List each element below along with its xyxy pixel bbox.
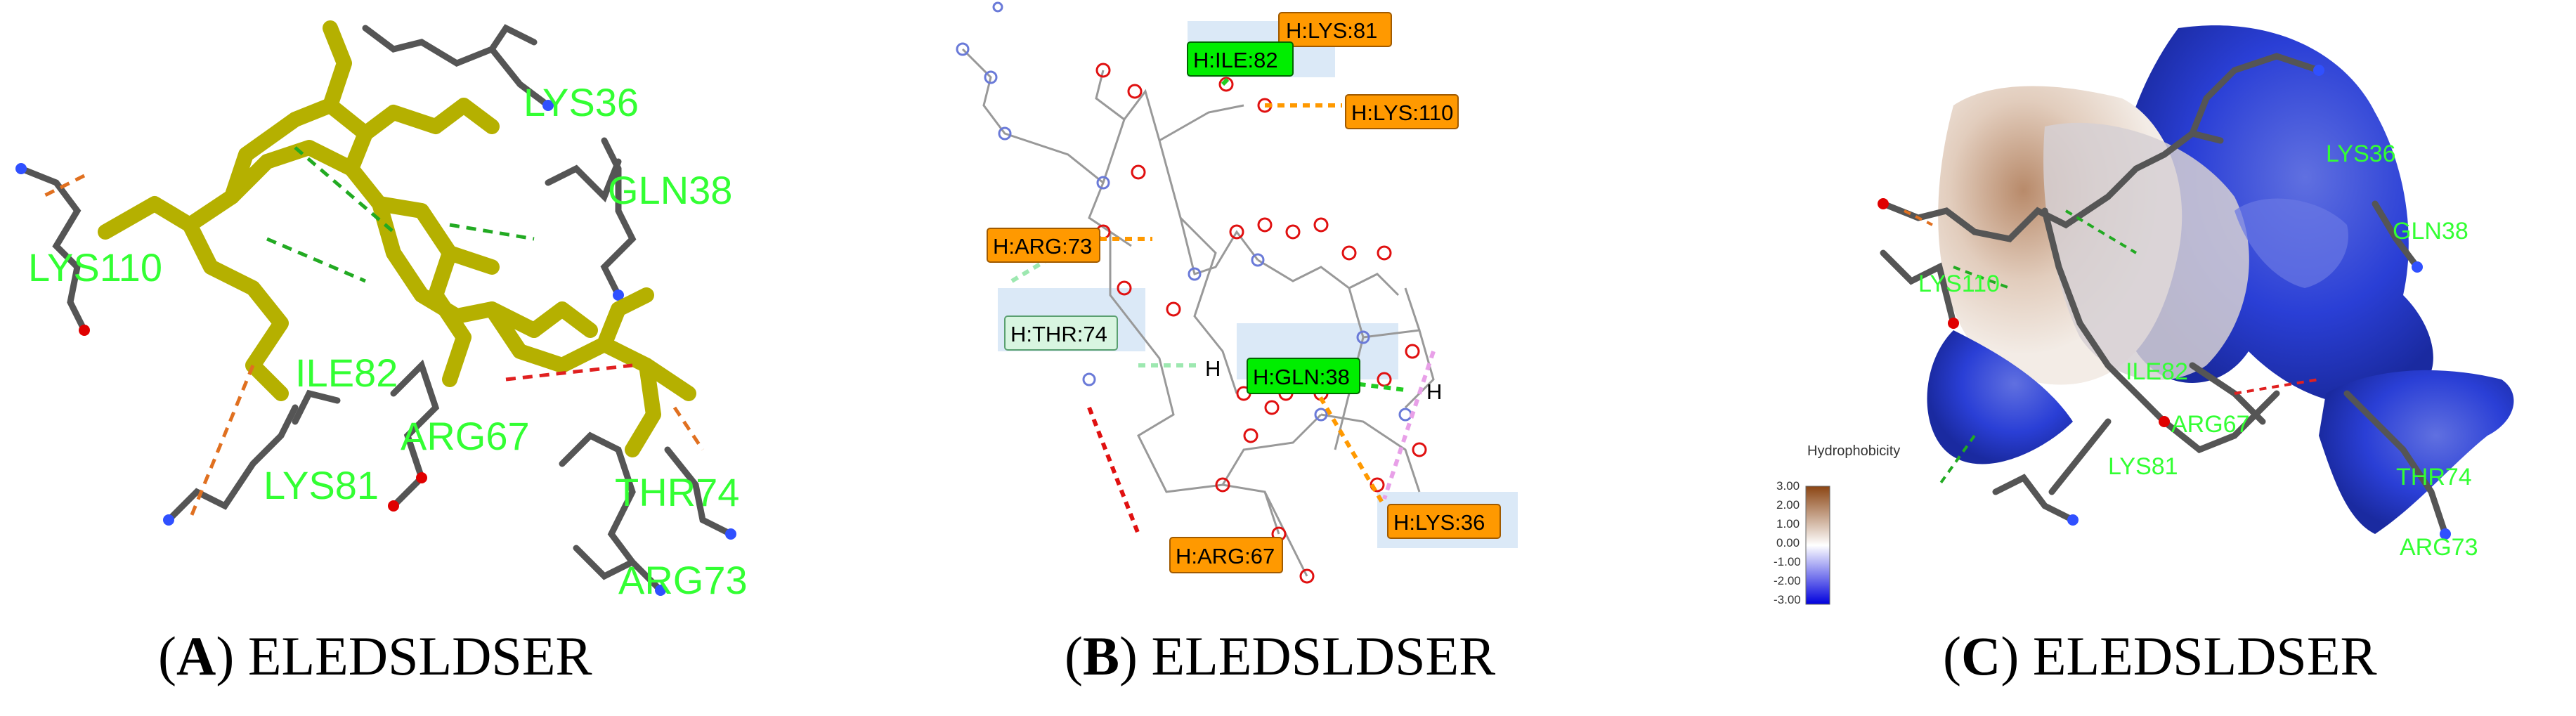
panel-c-surface: LYS36 GLN38 LYS110 ILE82 ARG67 LYS81 THR… bbox=[1774, 25, 2514, 606]
svg-text:H:ARG:67: H:ARG:67 bbox=[1176, 544, 1275, 568]
caption-letter-a: A bbox=[176, 625, 216, 686]
surface-atoms bbox=[1878, 65, 2451, 540]
receptor-atoms bbox=[15, 100, 736, 596]
tag-arg73: H:ARG:73 bbox=[987, 228, 1100, 263]
residue-label-lys81: LYS81 bbox=[264, 463, 379, 507]
legend-tick: 2.00 bbox=[1776, 498, 1800, 512]
legend-tick: -3.00 bbox=[1774, 593, 1801, 606]
panel-a-structure: LYS36 GLN38 LYS110 ILE82 ARG67 LYS81 THR… bbox=[15, 20, 748, 602]
caption-c: (C) ELEDSLDSER bbox=[1943, 625, 2377, 686]
receptor-sticks bbox=[18, 24, 734, 594]
legend-tick: -1.00 bbox=[1774, 555, 1801, 568]
svg-text:H:ARG:73: H:ARG:73 bbox=[993, 234, 1092, 259]
legend-tick: 1.00 bbox=[1776, 517, 1800, 531]
hydrogen-glyph-1: H bbox=[1205, 356, 1221, 381]
legend-ticks: 3.00 2.00 1.00 0.00 -1.00 -2.00 -3.00 bbox=[1774, 479, 1801, 606]
legend-tick: -2.00 bbox=[1774, 574, 1801, 587]
tag-lys110: H:LYS:110 bbox=[1345, 94, 1459, 129]
residue-labels: LYS36 GLN38 LYS110 ILE82 ARG67 LYS81 THR… bbox=[28, 80, 748, 602]
caption-letter-b: B bbox=[1082, 625, 1120, 686]
panel-b: H H H:LYS:81 H:ILE:82 H:LYS:110 H:ARG:73 bbox=[928, 0, 1560, 618]
tag-thr74: H:THR:74 bbox=[1004, 315, 1118, 351]
panel-b-2d-interaction: H H H:LYS:81 H:ILE:82 H:LYS:110 H:ARG:73 bbox=[956, 1, 1518, 584]
residue-label-lys110: LYS110 bbox=[1918, 271, 2000, 297]
molecular-surface bbox=[1927, 25, 2514, 534]
tag-ile82: H:ILE:82 bbox=[1187, 41, 1294, 77]
residue-labels-c: LYS36 GLN38 LYS110 ILE82 ARG67 LYS81 THR… bbox=[1918, 141, 2478, 561]
surface-hbonds bbox=[1904, 209, 2320, 486]
surface-sticks bbox=[1880, 53, 2449, 538]
legend-tick: 3.00 bbox=[1776, 479, 1800, 493]
caption-a: (A) ELEDSLDSER bbox=[158, 625, 592, 686]
residue-label-arg67: ARG67 bbox=[2171, 411, 2250, 438]
residue-label-arg73: ARG73 bbox=[2400, 534, 2478, 561]
legend-tick: 0.00 bbox=[1776, 536, 1800, 549]
svg-text:H:LYS:36: H:LYS:36 bbox=[1393, 510, 1485, 535]
caption-text-a: ELEDSLDSER bbox=[247, 625, 592, 686]
caption-text-b: ELEDSLDSER bbox=[1151, 625, 1496, 686]
svg-text:H:GLN:38: H:GLN:38 bbox=[1253, 365, 1350, 389]
svg-text:H:THR:74: H:THR:74 bbox=[1010, 322, 1107, 346]
caption-b: (B) ELEDSLDSER bbox=[1065, 625, 1496, 686]
legend-color-bar bbox=[1805, 486, 1830, 605]
residue-label-ile82: ILE82 bbox=[2126, 358, 2188, 385]
residue-label-arg67: ARG67 bbox=[401, 414, 530, 458]
hbond-lines bbox=[41, 146, 705, 521]
residue-label-ile82: ILE82 bbox=[295, 351, 398, 395]
panel-a: LYS36 GLN38 LYS110 ILE82 ARG67 LYS81 THR… bbox=[0, 0, 815, 618]
residue-label-gln38: GLN38 bbox=[608, 168, 732, 212]
tag-arg67: H:ARG:67 bbox=[1169, 537, 1283, 573]
hydrogen-glyph-2: H bbox=[1426, 379, 1442, 404]
atom-glyphs-blue bbox=[956, 1, 1412, 422]
interaction-tags: H:LYS:81 H:ILE:82 H:LYS:110 H:ARG:73 H:T… bbox=[987, 12, 1501, 573]
residue-label-lys110: LYS110 bbox=[28, 245, 162, 289]
caption-letter-c: C bbox=[1960, 625, 2001, 686]
svg-text:H:ILE:82: H:ILE:82 bbox=[1193, 48, 1278, 72]
residue-label-gln38: GLN38 bbox=[2393, 218, 2468, 245]
residue-label-thr74: THR74 bbox=[2396, 464, 2472, 490]
residue-label-arg73: ARG73 bbox=[618, 558, 748, 602]
panel-c: LYS36 GLN38 LYS110 ILE82 ARG67 LYS81 THR… bbox=[1743, 0, 2576, 618]
legend-title: Hydrophobicity bbox=[1807, 443, 1900, 459]
caption-text-c: ELEDSLDSER bbox=[2032, 625, 2377, 686]
tag-gln38: H:GLN:38 bbox=[1247, 358, 1360, 394]
svg-text:H:LYS:110: H:LYS:110 bbox=[1351, 100, 1453, 125]
residue-label-lys81: LYS81 bbox=[2108, 453, 2178, 480]
residue-label-thr74: THR74 bbox=[615, 470, 739, 514]
residue-label-lys36: LYS36 bbox=[523, 80, 639, 124]
residue-label-lys36: LYS36 bbox=[2326, 141, 2396, 167]
hydrophobicity-legend: Hydrophobicity 3.00 2.00 1.00 0.00 -1.00… bbox=[1774, 443, 1900, 606]
tag-lys81: H:LYS:81 bbox=[1278, 12, 1392, 47]
tag-lys36: H:LYS:36 bbox=[1387, 504, 1501, 539]
ligand-sticks bbox=[98, 20, 696, 457]
svg-text:H:LYS:81: H:LYS:81 bbox=[1286, 18, 1377, 43]
